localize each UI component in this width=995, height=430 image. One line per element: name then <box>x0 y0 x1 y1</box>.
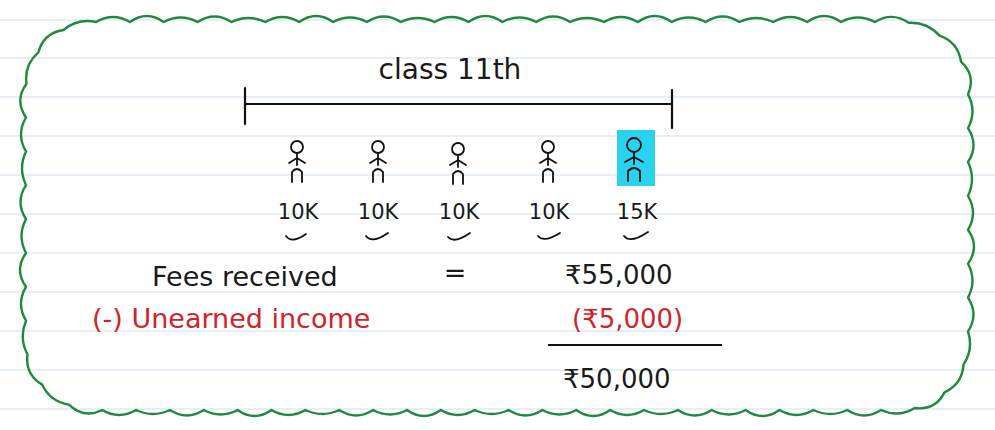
equals-sign: = <box>444 257 467 288</box>
fee-value: 15K <box>617 200 658 224</box>
heading: class 11th <box>379 54 522 86</box>
stick-figures <box>289 138 643 184</box>
row-label: Fees received <box>152 261 338 292</box>
total-amount: ₹50,000 <box>563 365 671 395</box>
row-label: (-) Unearned income <box>92 303 370 334</box>
check-marks <box>286 232 648 240</box>
total-rule <box>548 344 722 346</box>
fee-value: 10K <box>529 200 570 224</box>
amount: (₹5,000) <box>572 305 683 335</box>
fee-value: 10K <box>439 200 480 224</box>
highlight <box>617 130 655 186</box>
fee-value: 10K <box>278 200 319 224</box>
fee-value: 10K <box>358 200 399 224</box>
bracket-line <box>245 88 672 128</box>
amount: ₹55,000 <box>565 261 673 291</box>
